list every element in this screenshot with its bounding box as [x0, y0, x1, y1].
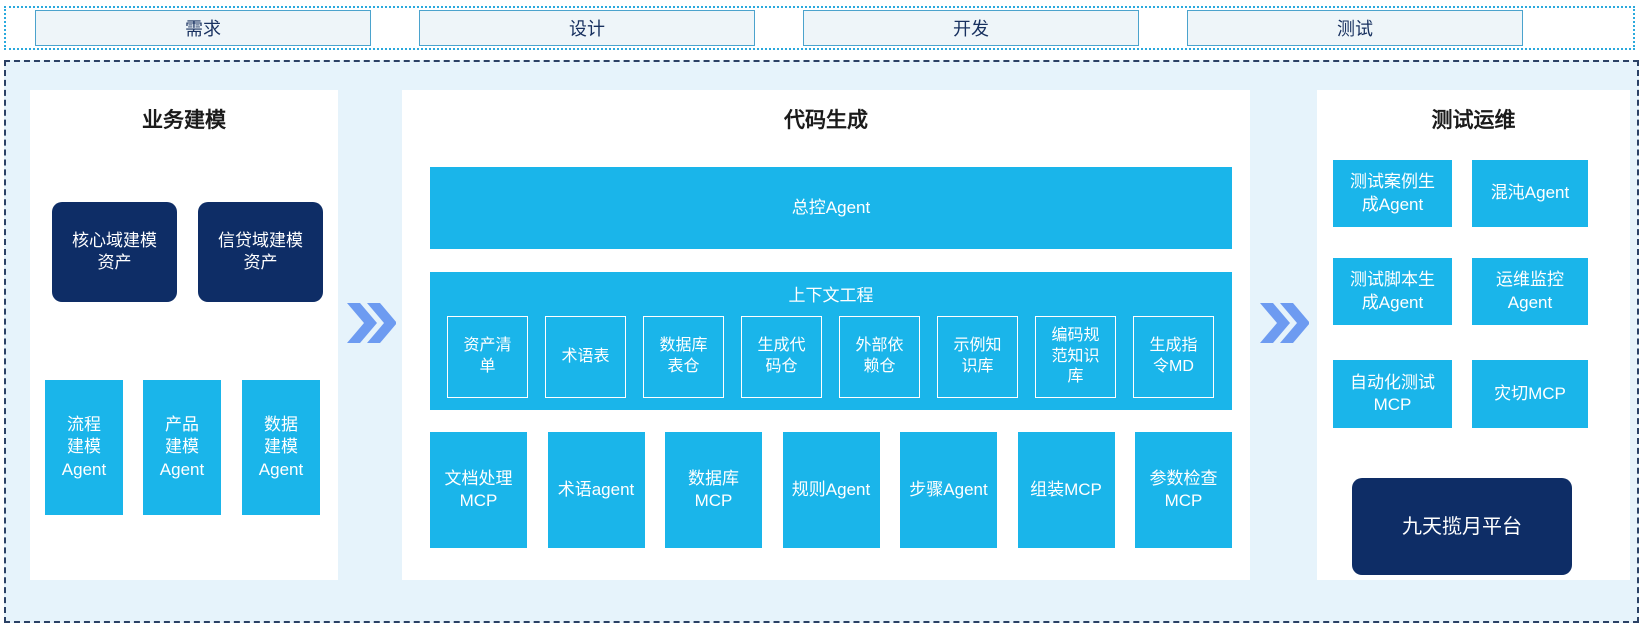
context-engineering-items: 资产清单 术语表 数据库表仓 生成代码仓 外部依赖仓 示例知识库 编码规范知识库… [447, 316, 1214, 398]
step-agent-box: 步骤Agent [900, 432, 997, 548]
assembly-mcp-box: 组装MCP [1017, 432, 1115, 548]
jiutian-lanyue-platform-box: 九天揽月平台 [1352, 478, 1572, 575]
database-mcp-box: 数据库MCP [665, 432, 762, 548]
panel-code-generation: 代码生成 总控Agent 上下文工程 资产清单 术语表 数据库表仓 生成代码仓 … [402, 90, 1250, 580]
ctx-box-db-table-repo: 数据库表仓 [643, 316, 724, 398]
credit-domain-asset-box: 信贷域建模资产 [198, 202, 323, 302]
ops-monitor-agent-box: 运维监控Agent [1472, 258, 1588, 325]
process-modeling-agent-box: 流程建模Agent [45, 380, 123, 515]
ctx-box-generated-code-repo: 生成代码仓 [741, 316, 822, 398]
doc-processing-mcp-box: 文档处理MCP [430, 432, 527, 548]
glossary-agent-box: 术语agent [547, 432, 645, 548]
ctx-box-asset-list: 资产清单 [447, 316, 528, 398]
double-chevron-right-icon [1260, 303, 1309, 343]
chaos-agent-box: 混沌Agent [1472, 160, 1588, 227]
core-domain-asset-box: 核心域建模资产 [52, 202, 177, 302]
panel-title-code-generation: 代码生成 [784, 109, 868, 132]
phase-box-design: 设计 [419, 10, 755, 46]
worker-row: 文档处理MCP 术语agent 数据库MCP 规则Agent 步骤Agent 组… [430, 432, 1232, 548]
test-case-gen-agent-box: 测试案例生成Agent [1333, 160, 1452, 227]
ctx-box-external-deps-repo: 外部依赖仓 [839, 316, 920, 398]
auto-test-mcp-box: 自动化测试MCP [1333, 360, 1452, 428]
product-modeling-agent-box: 产品建模Agent [143, 380, 221, 515]
context-engineering-title: 上下文工程 [788, 286, 874, 305]
ctx-box-glossary: 术语表 [545, 316, 626, 398]
ctx-box-example-knowledge-base: 示例知识库 [937, 316, 1018, 398]
data-modeling-agent-box: 数据建模Agent [242, 380, 320, 515]
pipeline-container: 业务建模 核心域建模资产 信贷域建模资产 流程建模Agent 产品建模Agent… [4, 60, 1639, 623]
double-chevron-right-icon [347, 303, 396, 343]
ctx-box-coding-standard-kb: 编码规范知识库 [1035, 316, 1116, 398]
panel-business-modeling: 业务建模 核心域建模资产 信贷域建模资产 流程建模Agent 产品建模Agent… [30, 90, 338, 580]
master-agent-bar: 总控Agent [430, 167, 1232, 249]
ctx-box-generate-instruction-md: 生成指令MD [1133, 316, 1214, 398]
context-engineering-bar: 上下文工程 资产清单 术语表 数据库表仓 生成代码仓 外部依赖仓 示例知识库 编… [430, 272, 1232, 410]
phase-box-testing: 测试 [1187, 10, 1523, 46]
rule-agent-box: 规则Agent [782, 432, 880, 548]
phase-box-development: 开发 [803, 10, 1139, 46]
test-script-gen-agent-box: 测试脚本生成Agent [1333, 258, 1452, 325]
param-check-mcp-box: 参数检查MCP [1135, 432, 1232, 548]
phase-box-requirements: 需求 [35, 10, 371, 46]
phase-strip: 需求 设计 开发 测试 [4, 6, 1635, 50]
panel-title-business-modeling: 业务建模 [142, 109, 226, 132]
disaster-switch-mcp-box: 灾切MCP [1472, 360, 1588, 428]
panel-test-ops: 测试运维 测试案例生成Agent 混沌Agent 测试脚本生成Agent 运维监… [1317, 90, 1630, 580]
panel-title-test-ops: 测试运维 [1431, 109, 1516, 132]
